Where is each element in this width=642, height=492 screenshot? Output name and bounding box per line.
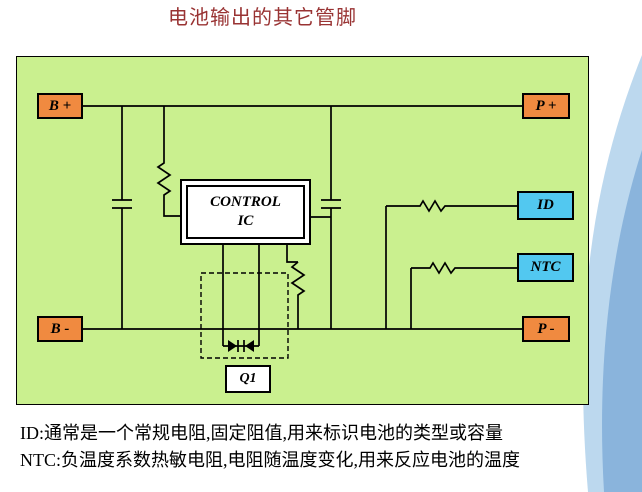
control-ic-label-line1: CONTROL [210, 194, 281, 211]
vdd-resistor-zigzag [156, 106, 180, 217]
ntc-pin-label: NTC [530, 259, 561, 275]
mosfet2-arrow-icon [245, 340, 254, 352]
note-ntc: NTC:负温度系数热敏电阻,电阻随温度变化,用来反应电池的温度 [20, 450, 520, 470]
terminal-b-plus: B + [37, 93, 83, 119]
q1-block: Q1 [225, 365, 271, 393]
capacitor1-wires [112, 106, 132, 329]
terminal-b-plus-label: B + [48, 97, 72, 114]
ntc-pin-block: NTC [517, 253, 574, 282]
mosfet-channel-wires [222, 301, 260, 347]
pulldown-resistor-icon [290, 261, 306, 329]
id-resistor-icon [386, 199, 517, 213]
note-id: ID:通常是一个常规电阻,固定阻值,用来标识电池的类型或容量 [20, 423, 503, 443]
q1-label: Q1 [239, 371, 257, 386]
capacitor2-wires [311, 106, 341, 329]
notes: ID:通常是一个常规电阻,固定阻值,用来标识电池的类型或容量 NTC:负温度系数… [20, 420, 520, 474]
terminal-p-plus-label: P + [535, 97, 557, 114]
circuit-svg [83, 105, 522, 359]
control-ic-block: CONTROL IC [180, 179, 311, 245]
terminal-p-plus: P + [522, 93, 570, 119]
control-ic-label-line2: IC [237, 213, 254, 229]
capacitor1-icon [112, 106, 132, 329]
mosfet-dashed-box [200, 272, 289, 359]
capacitor2-icon [311, 106, 341, 329]
mosfet-diode-bars [237, 340, 245, 352]
id-wire [385, 199, 517, 329]
slide-title: 电池输出的其它管脚 [168, 7, 357, 29]
ntc-wire [410, 261, 517, 329]
mosfet-pair-icon [222, 301, 260, 352]
terminal-b-minus: B - [37, 316, 83, 342]
vdd-resistor-icon [156, 106, 180, 217]
pulldown-resistor-zigzag [290, 261, 306, 329]
id-pin-block: ID [517, 191, 574, 220]
circuit-panel: B + P + B - P - ID NTC CONTROL IC Q1 [16, 56, 589, 405]
id-pin-label: ID [537, 197, 554, 213]
mosfet1-arrow-icon [228, 340, 237, 352]
terminal-b-minus-label: B - [50, 320, 70, 337]
swoosh-band-dark-shape [602, 150, 642, 492]
terminal-p-minus-label: P - [537, 320, 555, 337]
control-ic-inner: CONTROL IC [186, 185, 305, 239]
ntc-resistor-icon [411, 261, 517, 275]
terminal-p-minus: P - [522, 316, 570, 342]
